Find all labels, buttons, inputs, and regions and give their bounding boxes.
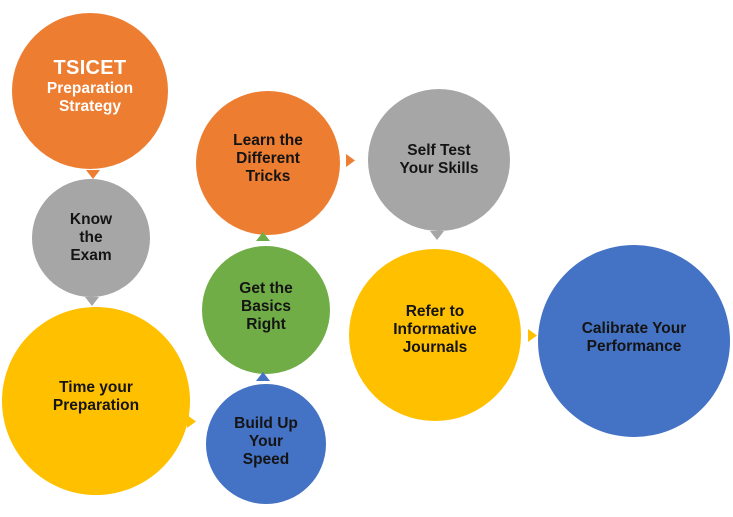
circle-calibrate-your-performance: Calibrate Your Performance (538, 245, 730, 437)
circle-build-up-your-speed: Build Up Your Speed (206, 384, 326, 504)
circle-time-your-preparation: Time your Preparation (2, 307, 190, 495)
arrow-down-icon (85, 297, 99, 306)
arrow-up-icon (256, 372, 270, 381)
circle-label: Get the Basics Right (239, 280, 293, 333)
arrow-right-icon (187, 415, 196, 428)
tsicet-subtitle: Preparation Strategy (46, 80, 134, 115)
circle-tsicet-preparation-strategy: TSICET Preparation Strategy (12, 13, 168, 169)
arrow-down-icon (430, 231, 444, 240)
circle-label: Refer to Informative Journals (393, 303, 477, 356)
circle-label: Time your Preparation (52, 379, 140, 414)
circle-self-test-your-skills: Self Test Your Skills (368, 89, 510, 231)
circle-label: Self Test Your Skills (399, 142, 479, 177)
circle-get-the-basics-right: Get the Basics Right (202, 246, 330, 374)
arrow-right-icon (346, 154, 355, 167)
circle-learn-the-different-tricks: Learn the Different Tricks (196, 91, 340, 235)
arrow-up-icon (256, 232, 270, 241)
circle-refer-to-informative-journals: Refer to Informative Journals (349, 249, 521, 421)
circle-label: Build Up Your Speed (234, 415, 298, 468)
circle-label: Know the Exam (69, 211, 113, 264)
arrow-down-icon (86, 170, 100, 179)
tsicet-title: TSICET (53, 57, 127, 80)
circle-label: Calibrate Your Performance (581, 320, 687, 355)
circle-label: Learn the Different Tricks (233, 132, 303, 185)
circle-know-the-exam: Know the Exam (32, 179, 150, 297)
arrow-right-icon (528, 329, 537, 342)
